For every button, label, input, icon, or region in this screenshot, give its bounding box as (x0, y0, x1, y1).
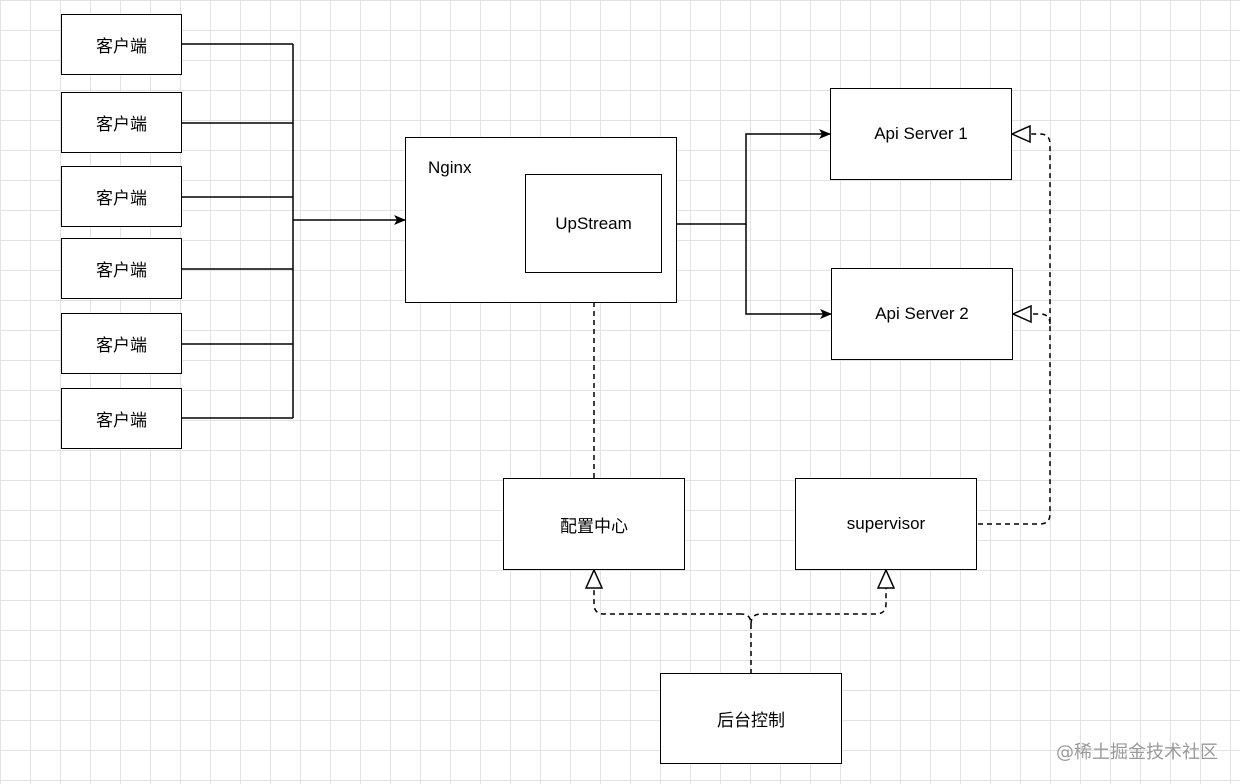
client-box-5: 客户端 (61, 313, 182, 374)
admin-to-supervisor-dashed-arrow (750, 570, 886, 625)
watermark: @稀土掘金技术社区 (1056, 742, 1218, 763)
client-box-1: 客户端 (61, 14, 182, 75)
api-server-1-label: Api Server 1 (874, 124, 968, 143)
client-label-5: 客户端 (96, 336, 147, 355)
client-label-4: 客户端 (96, 261, 147, 280)
client-label-3: 客户端 (96, 189, 147, 208)
admin-trunk-dashed-line (740, 613, 752, 674)
api-server-2-box: Api Server 2 (831, 268, 1013, 360)
client-box-3: 客户端 (61, 166, 182, 227)
upstream-out-line (661, 129, 831, 225)
admin-control-label: 后台控制 (717, 711, 785, 730)
upstream-label: UpStream (555, 213, 632, 233)
client-label-1: 客户端 (96, 37, 147, 56)
client-box-4: 客户端 (61, 238, 182, 299)
supervisor-to-api2-dashed-arrow (1013, 314, 1051, 325)
supervisor-box: supervisor (795, 478, 977, 570)
client-label-6: 客户端 (96, 411, 147, 430)
api-server-1-box: Api Server 1 (830, 88, 1012, 180)
nginx-label: Nginx (428, 158, 472, 177)
upstream-to-api2-arrow (745, 224, 832, 319)
admin-to-config-dashed-arrow (594, 570, 741, 615)
client-box-2: 客户端 (61, 92, 182, 153)
config-center-label: 配置中心 (560, 516, 628, 536)
config-center-box: 配置中心 (503, 478, 685, 570)
admin-control-box: 后台控制 (660, 673, 842, 764)
api-server-2-label: Api Server 2 (875, 304, 969, 323)
supervisor-label: supervisor (846, 514, 926, 533)
supervisor-to-api1-dashed-arrow (960, 134, 1051, 525)
client-box-6: 客户端 (61, 388, 182, 449)
upstream-box: UpStream (525, 174, 662, 273)
client-label-2: 客户端 (96, 115, 147, 134)
